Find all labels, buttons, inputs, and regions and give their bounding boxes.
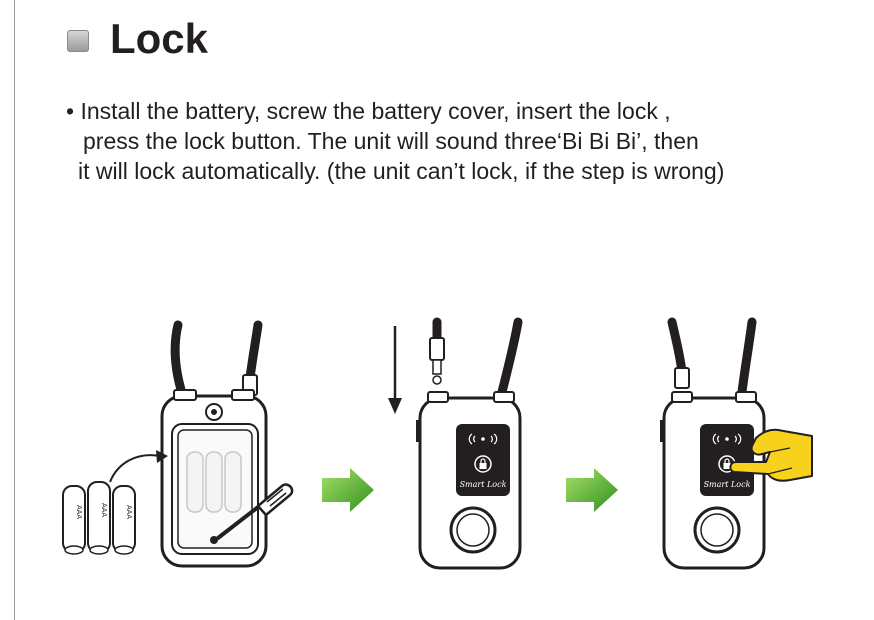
cable-right bbox=[245, 320, 263, 383]
battery-icon bbox=[62, 481, 136, 555]
lock-steps-illustration: AAA AAA AAA Smart Lock bbox=[62, 317, 813, 570]
padlock-icon bbox=[474, 455, 492, 473]
battery-label-2: AAA bbox=[100, 503, 107, 517]
wireless-icon bbox=[468, 433, 498, 445]
battery-label-1: AAA bbox=[75, 505, 82, 519]
hand-icon bbox=[729, 428, 813, 482]
instruction-line-2: press the lock button. The unit will sou… bbox=[83, 128, 699, 154]
screen-brand-text: Smart Lock bbox=[704, 480, 751, 489]
square-bullet-icon bbox=[67, 30, 89, 52]
step-3-press-lock-button: Smart Lock bbox=[660, 317, 813, 570]
insert-arrow-icon bbox=[109, 454, 161, 483]
step-2-insert-lock: Smart Lock bbox=[388, 317, 523, 570]
green-arrow-icon bbox=[322, 468, 374, 512]
battery-label-3: AAA bbox=[125, 505, 132, 519]
wireless-icon bbox=[712, 433, 742, 445]
cable-left bbox=[170, 320, 189, 405]
green-arrow-icon bbox=[566, 468, 618, 512]
screen-brand-text: Smart Lock bbox=[460, 480, 507, 489]
section-title: Lock bbox=[110, 15, 209, 62]
instruction-line-1: • Install the battery, screw the battery… bbox=[66, 98, 671, 124]
page-left-rule bbox=[14, 0, 15, 620]
instruction-text: • Install the battery, screw the battery… bbox=[66, 96, 846, 186]
installed-batteries bbox=[186, 451, 242, 513]
screwdriver-icon bbox=[216, 483, 294, 540]
instruction-line-3: it will lock automatically. (the unit ca… bbox=[78, 158, 725, 184]
step-1-install-battery: AAA AAA AAA bbox=[62, 320, 294, 568]
